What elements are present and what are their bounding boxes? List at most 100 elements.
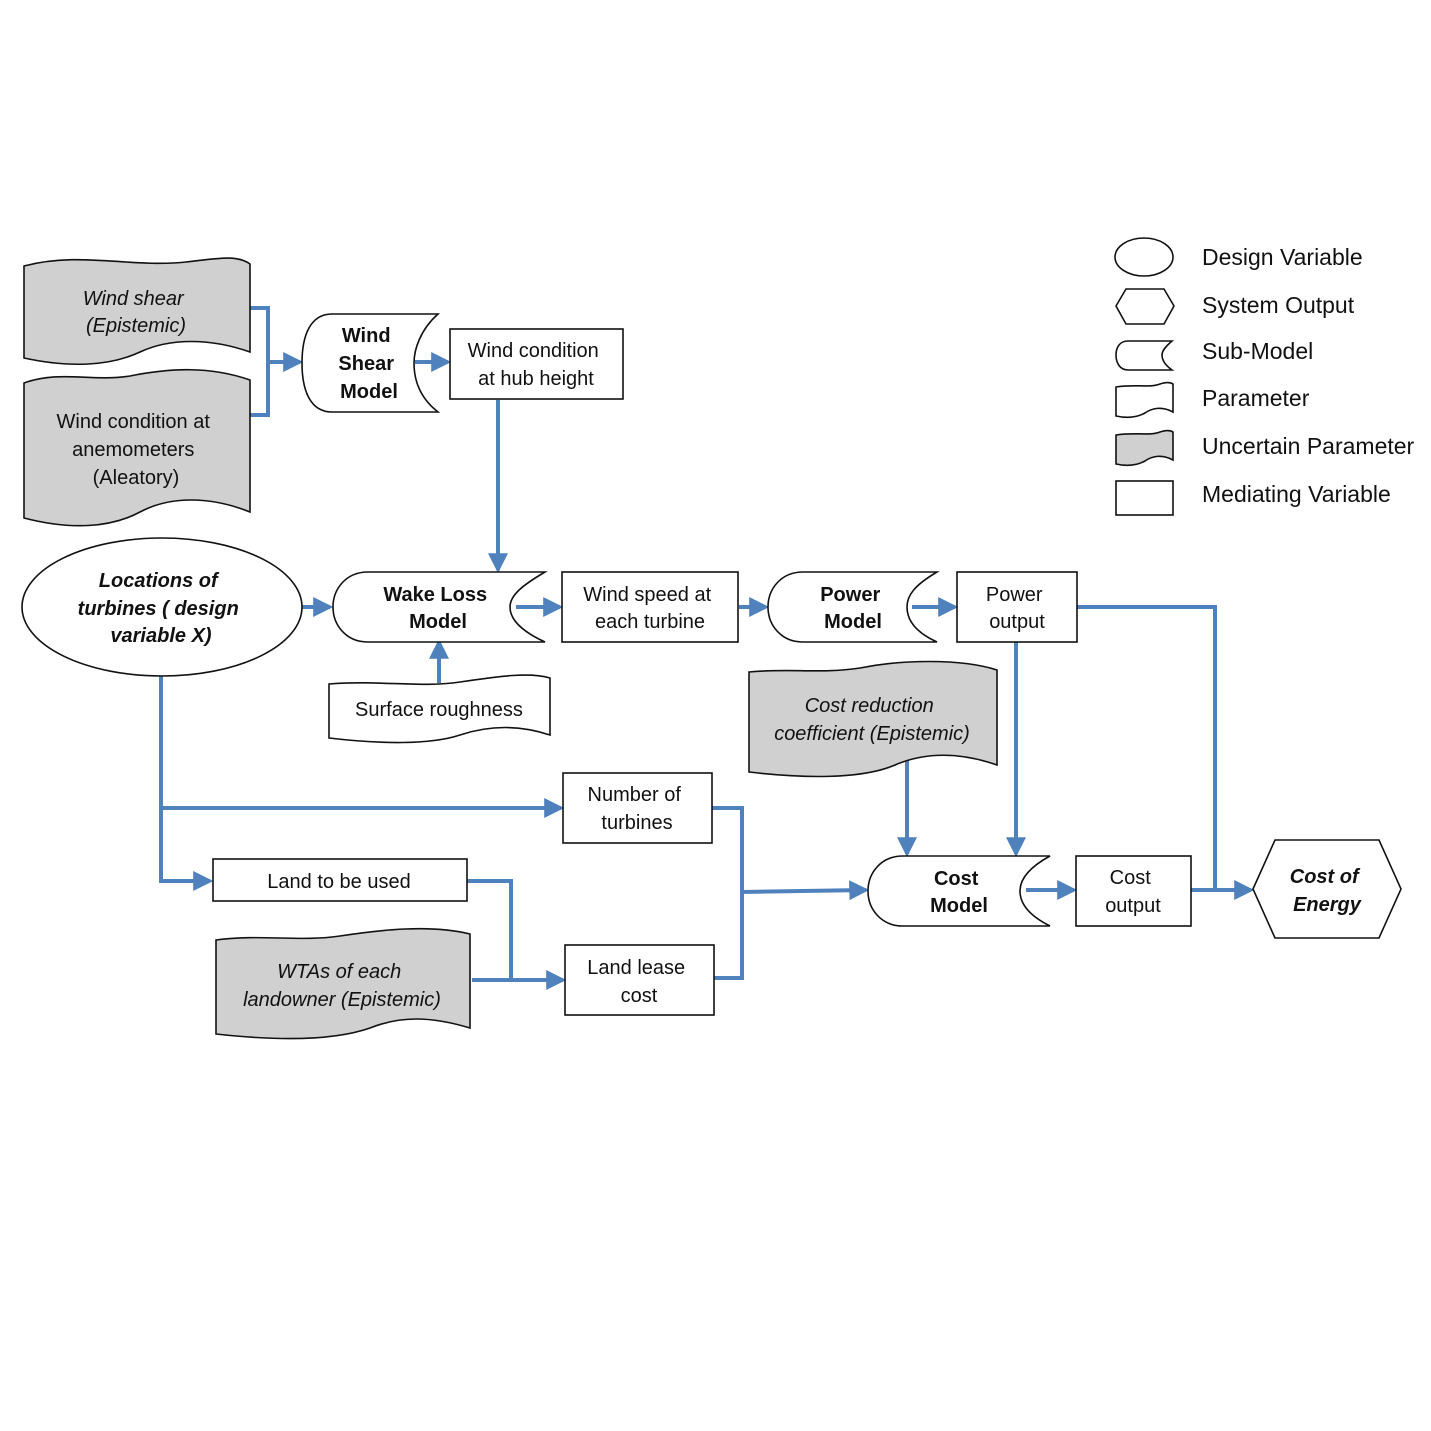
connectors [159, 306, 1255, 990]
svg-text:Power Model: Power Model [820, 584, 886, 633]
svg-text:Surface roughness: Surface roughness [355, 699, 523, 721]
uncertain-parameter-shape [215, 927, 471, 1040]
legend-label-sub-model: Sub-Model [1202, 338, 1313, 364]
cost-reduction-line-2: coefficient (Epistemic) [774, 723, 970, 745]
number-of-turbines-line-2: turbines [601, 812, 672, 834]
legend-hexagon-icon [1115, 288, 1175, 325]
svg-text:Wind speed at each turbi: Wind speed at each turbine [583, 584, 716, 633]
locations-line-2: turbines ( design [78, 598, 239, 620]
land-to-be-used-line-1: Land to be used [267, 871, 410, 893]
number-of-turbines-line-1: Number of [588, 784, 682, 806]
mediating-variable-shape [1075, 855, 1192, 927]
power-model-line-1: Power [820, 584, 880, 606]
svg-text:Wake Loss Model: Wake Loss Model [383, 584, 492, 633]
cost-model-line-2: Model [930, 895, 988, 917]
legend-label-mediating-variable: Mediating Variable [1202, 481, 1391, 507]
wake-loss-line-1: Wake Loss [383, 584, 487, 606]
mediating-variable-shape [956, 571, 1078, 643]
node-wind-condition-anemometers: Wind condition at anemometers (Aleatory) [23, 368, 251, 527]
node-wind-speed-each-turbine: Wind speed at each turbine [561, 571, 739, 643]
legend-item-parameter: Parameter [1115, 381, 1310, 419]
svg-text:Wind Shear Model: Wind Shear Model [338, 325, 399, 403]
parameter-shape [328, 674, 551, 744]
svg-text:Land lease cost: Land lease cost [587, 957, 690, 1007]
locations-line-1: Locations of [99, 570, 220, 592]
node-land-lease-cost: Land lease cost [564, 944, 715, 1016]
legend-item-uncertain-parameter: Uncertain Parameter [1115, 429, 1415, 467]
svg-text:Wind condition at hub he: Wind condition at hub height [468, 340, 605, 390]
locations-line-3: variable X) [110, 625, 212, 647]
node-wind-shear-model: Wind Shear Model [301, 313, 441, 413]
node-wind-condition-hub: Wind condition at hub height [449, 328, 624, 400]
sub-model-shape [767, 571, 940, 643]
legend-label-uncertain-parameter: Uncertain Parameter [1202, 433, 1415, 459]
power-model-line-2: Model [824, 611, 882, 633]
wind-shear-model-line-1: Wind [342, 325, 391, 347]
wake-loss-line-2: Model [409, 611, 467, 633]
legend-uncertain-parameter-icon [1115, 429, 1174, 467]
hub-line-1: Wind condition [468, 340, 599, 362]
legend-ellipse-icon [1114, 237, 1174, 277]
node-wake-loss-model: Wake Loss Model [332, 571, 548, 643]
svg-text:Cost reduction coefficie: Cost reduction coefficient (Epistemic) [774, 695, 970, 745]
mediating-variable-shape [564, 944, 715, 1016]
node-cost-output: Cost output [1075, 855, 1192, 927]
connector-power-output-to-cost-of-energy [1077, 605, 1217, 890]
connector-number-of-turbines-to-cost-merge [712, 806, 744, 980]
node-surface-roughness: Surface roughness [328, 674, 551, 744]
connector-land-to-lease [467, 879, 513, 980]
mediating-variable-shape [562, 772, 713, 844]
uncertain-parameter-shape [23, 368, 251, 527]
anemometers-line-2: anemometers [72, 439, 194, 461]
svg-text:Cost of Energy: Cost of Energy [1290, 866, 1364, 916]
legend-rectangle-icon [1115, 480, 1174, 516]
legend-item-sub-model: Sub-Model [1115, 338, 1313, 371]
mediating-variable-shape [561, 571, 739, 643]
legend-parameter-icon [1115, 381, 1174, 419]
connector-wind-shear-to-merge [250, 306, 270, 417]
svg-text:Locations of turbines (: Locations of turbines ( design variable … [78, 570, 245, 647]
legend-sub-model-icon [1115, 340, 1175, 371]
connector-locations-down [159, 676, 214, 891]
svg-text:Wind condition at anemom: Wind condition at anemometers (Aleatory) [57, 411, 216, 489]
land-lease-line-1: Land lease [587, 957, 685, 979]
design-variable-shape [21, 537, 303, 677]
sub-model-shape [332, 571, 548, 643]
uncertain-parameter-shape [748, 660, 998, 778]
mediating-variable-shape [449, 328, 624, 400]
legend-item-system-output: System Output [1115, 288, 1355, 325]
svg-text:Cost output: Cost output [1105, 867, 1161, 917]
surface-roughness-line-1: Surface roughness [355, 699, 523, 721]
mediating-variable-shape [212, 858, 468, 902]
node-wind-shear: Wind shear (Epistemic) [23, 257, 251, 365]
legend-item-mediating-variable: Mediating Variable [1115, 480, 1391, 516]
legend-label-design-variable: Design Variable [1202, 244, 1363, 270]
node-land-to-be-used: Land to be used [212, 858, 468, 902]
legend-label-parameter: Parameter [1202, 385, 1310, 411]
wind-shear-line-1: Wind shear [83, 288, 185, 310]
anemometers-line-1: Wind condition at [57, 411, 211, 433]
cost-of-energy-line-1: Cost of [1290, 866, 1361, 888]
uncertain-parameter-shape [23, 257, 251, 365]
svg-text:Number of turbines: Number of turbines [588, 784, 687, 834]
svg-text:Land to be used: Land to be used [267, 871, 410, 893]
anemometers-line-3: (Aleatory) [93, 467, 180, 489]
node-cost-of-energy: Cost of Energy [1252, 839, 1402, 939]
legend-label-system-output: System Output [1202, 292, 1355, 318]
sub-model-shape [301, 313, 441, 413]
hub-line-2: at hub height [478, 368, 594, 390]
cost-output-line-1: Cost [1110, 867, 1152, 889]
cost-reduction-line-1: Cost reduction [805, 695, 934, 717]
node-wtas-of-each-landowner: WTAs of each landowner (Epistemic) [215, 927, 471, 1040]
cost-model-line-1: Cost [934, 868, 979, 890]
legend: Design Variable System Output Sub-Model … [1114, 237, 1415, 516]
node-number-of-turbines: Number of turbines [562, 772, 713, 844]
svg-text:WTAs of each landowner (: WTAs of each landowner (Epistemic) [243, 961, 441, 1011]
wind-speed-line-1: Wind speed at [583, 584, 711, 606]
node-power-output: Power output [956, 571, 1078, 643]
legend-item-design-variable: Design Variable [1114, 237, 1363, 277]
svg-text:Wind shear (Epistemic): Wind shear (Epistemic) [83, 288, 190, 337]
wind-shear-model-line-3: Model [340, 381, 398, 403]
wind-speed-line-2: each turbine [595, 611, 705, 633]
